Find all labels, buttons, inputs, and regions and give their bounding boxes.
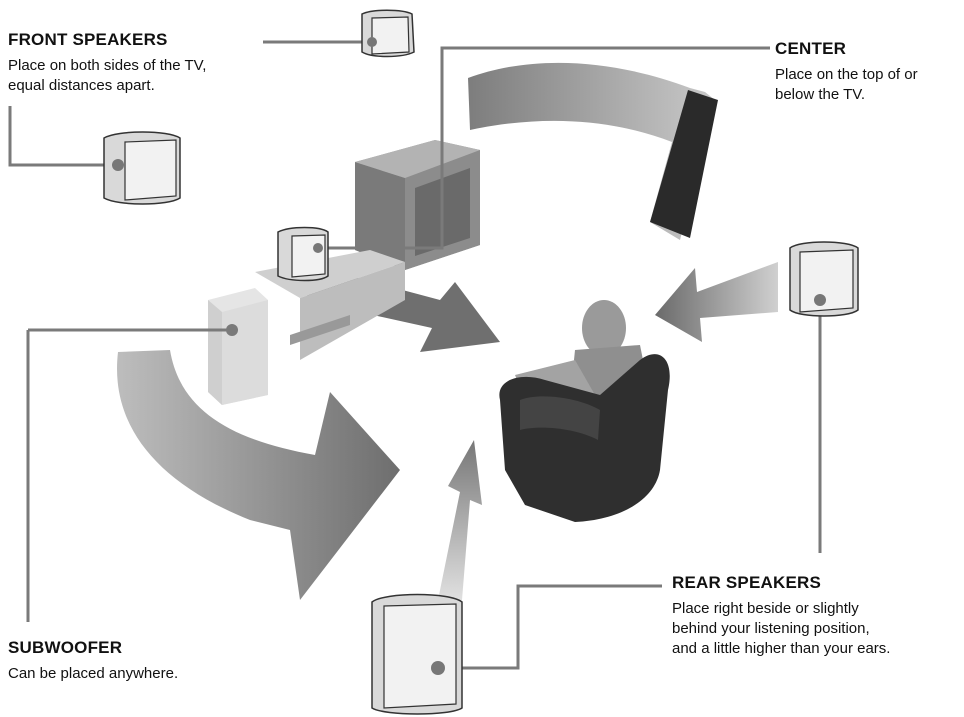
speaker-icon [277, 226, 329, 282]
subwoofer-icon [208, 288, 268, 405]
tv-icon [355, 140, 480, 270]
subwoofer-sound-arrow [117, 350, 400, 600]
center-sound-arrow [468, 62, 718, 240]
rear-left-sound-arrow [438, 440, 482, 600]
speaker-icon [371, 593, 463, 715]
center-description: Place on the top of or below the TV. [775, 66, 918, 103]
speaker-icon [789, 241, 859, 317]
front-speakers-label: FRONT SPEAKERS Place on both sides of th… [8, 30, 278, 96]
front-speaker-leader-left [8, 106, 118, 167]
speaker-icon [103, 131, 181, 205]
center-label: CENTER Place on the top of or below the … [775, 39, 960, 105]
rear-speakers-title: REAR SPEAKERS [672, 573, 822, 592]
rear-right-sound-arrow [655, 262, 778, 342]
front-speakers-description: Place on both sides of the TV, equal dis… [8, 57, 207, 94]
leader-lines [8, 40, 822, 670]
rear-speakers-description: Place right beside or slightly behind yo… [672, 600, 891, 657]
subwoofer-description: Can be placed anywhere. [8, 665, 179, 682]
subwoofer-title: SUBWOOFER [8, 638, 123, 657]
subwoofer-label: SUBWOOFER Can be placed anywhere. [8, 638, 268, 684]
av-receiver-icon [255, 250, 405, 360]
front-speakers-title: FRONT SPEAKERS [8, 30, 168, 49]
center-leader [318, 46, 770, 250]
center-title: CENTER [775, 39, 847, 58]
speaker-icon [361, 9, 415, 58]
rear-speakers-label: REAR SPEAKERS Place right beside or slig… [672, 573, 962, 659]
rear-left-leader [438, 584, 662, 670]
armchair-icon [499, 354, 670, 522]
